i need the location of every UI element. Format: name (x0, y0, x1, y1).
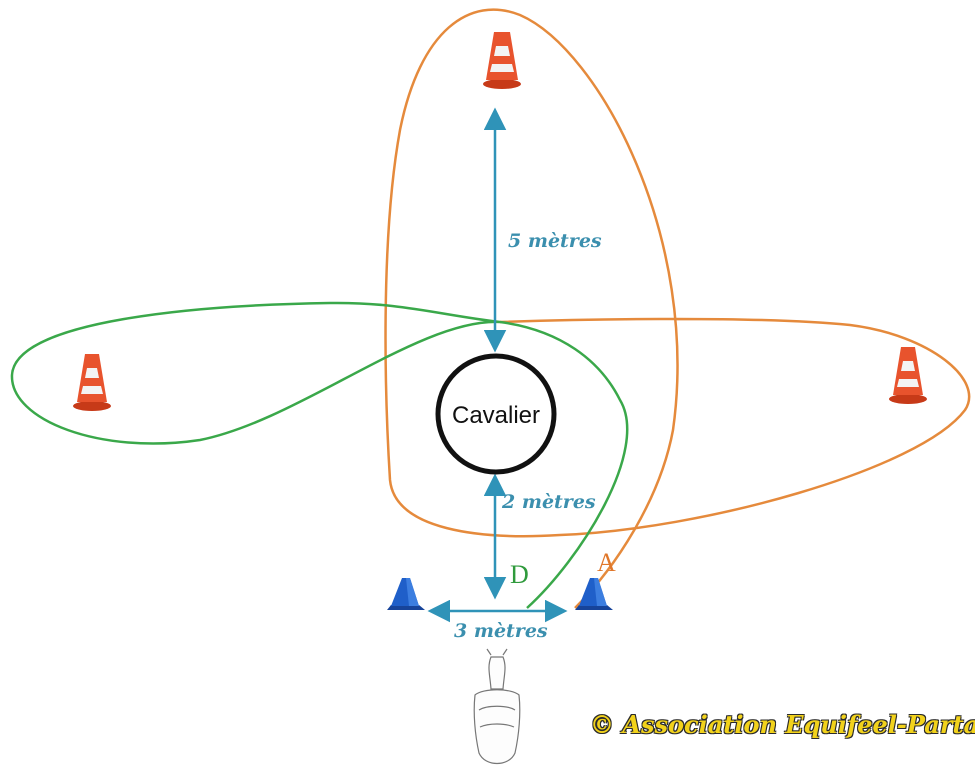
distance-top-label: 5 mètres (508, 230, 602, 252)
distance-width-label: 3 mètres (454, 620, 548, 642)
path-label-A: A (597, 548, 616, 577)
traffic-cone-icon (575, 578, 613, 610)
copyright-label: © Association Equifeel-Partage (590, 710, 975, 739)
green-path (10, 301, 629, 609)
traffic-cone-icon (889, 347, 927, 404)
horse-icon (473, 648, 521, 765)
traffic-cone-icon (73, 354, 111, 411)
distance-bottom-label: 2 mètres (501, 491, 596, 513)
cavalier-circle (435, 353, 557, 475)
orange-path (384, 8, 971, 609)
traffic-cone-icon (387, 578, 425, 610)
traffic-cone-icon (483, 32, 521, 89)
cavalier-label: Cavalier (452, 402, 540, 429)
path-label-D: D (510, 560, 529, 589)
